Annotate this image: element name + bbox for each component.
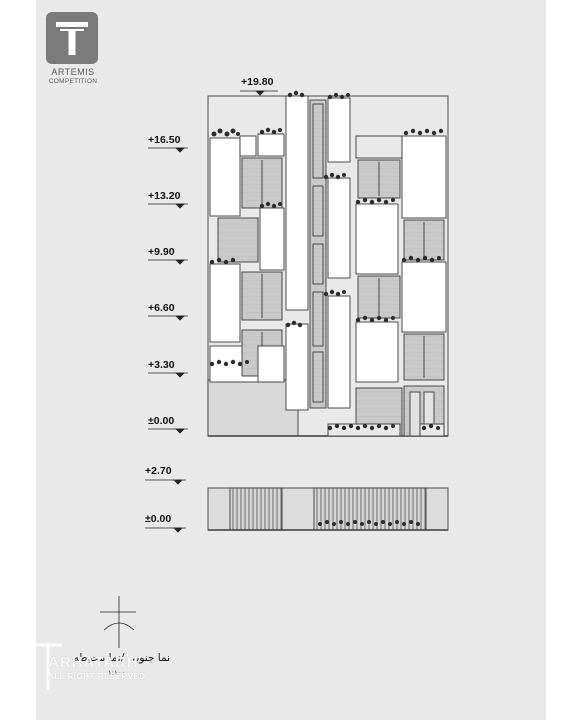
level-label-9-90: +9.90 — [148, 246, 175, 258]
plant-cluster — [355, 315, 395, 323]
level-marker-0-00-wall — [145, 527, 186, 533]
watermark-mark — [34, 643, 62, 690]
plant-clusters — [209, 90, 444, 431]
level-markers — [145, 90, 278, 533]
logo-t-icon — [56, 22, 88, 55]
level-label-0-00: ±0.00 — [148, 415, 175, 427]
plant-cluster — [323, 172, 346, 180]
window-box — [355, 203, 399, 275]
north-arrow-icon — [100, 596, 136, 648]
wall-level-label-2-70: +2.70 — [145, 465, 172, 477]
level-label-13-20: +13.20 — [148, 190, 181, 202]
logo-name: ARTEMIS — [51, 67, 95, 77]
level-marker-13-20 — [148, 203, 188, 209]
drawing-scale: ١:١٠٠ — [108, 669, 126, 677]
window-box — [259, 207, 285, 271]
plant-cluster — [287, 90, 305, 98]
wall-level-label-0-00: ±0.00 — [145, 513, 172, 525]
plant-cluster — [327, 423, 395, 431]
boundary-wall-elevation — [207, 487, 449, 531]
level-marker-6-60 — [148, 315, 188, 321]
vertical-fin — [309, 99, 327, 409]
level-label-3-30: +3.30 — [148, 359, 175, 371]
plant-cluster — [211, 128, 240, 137]
window-box — [401, 135, 447, 219]
plant-cluster — [323, 289, 346, 297]
level-label-6-60: +6.60 — [148, 302, 175, 314]
level-marker-16-50 — [148, 147, 188, 153]
plant-cluster — [401, 255, 441, 263]
level-label-19-80: +19.80 — [241, 76, 274, 88]
window-box — [327, 177, 351, 279]
plant-cluster — [285, 320, 303, 328]
plant-cluster — [209, 359, 249, 367]
plant-cluster — [327, 92, 350, 100]
logo-subtitle: COMPETITION — [48, 78, 98, 85]
window-box — [209, 263, 241, 343]
wall-plants — [318, 520, 420, 526]
watermark-brand: ARHATARH — [48, 654, 139, 671]
panel — [217, 217, 259, 263]
level-marker-19-80 — [240, 90, 278, 96]
window-box — [327, 97, 351, 163]
plant-cluster — [403, 128, 444, 136]
level-marker-9-90 — [148, 259, 188, 265]
logo-mark — [46, 12, 98, 64]
window-box — [355, 321, 399, 383]
plant-cluster — [259, 127, 282, 135]
plant-cluster — [259, 201, 282, 209]
level-marker-3-30 — [148, 372, 188, 378]
tall-window — [285, 323, 309, 411]
window-box — [209, 137, 241, 217]
window-box — [401, 261, 447, 333]
level-label-16-50: +16.50 — [148, 134, 181, 146]
plant-cluster — [209, 257, 236, 265]
building-elevation — [207, 95, 449, 437]
window-box — [257, 133, 285, 157]
window-box — [327, 295, 351, 409]
level-marker-0-00 — [148, 428, 188, 434]
tall-window — [285, 95, 309, 311]
plant-cluster — [421, 423, 440, 431]
drawing-caption: نما جنوبی /نما محوطه — [73, 652, 170, 664]
level-marker-2-70 — [145, 479, 186, 485]
plant-cluster — [355, 197, 395, 205]
watermark-rights: ALL RIGHT RESERVED — [48, 672, 146, 681]
